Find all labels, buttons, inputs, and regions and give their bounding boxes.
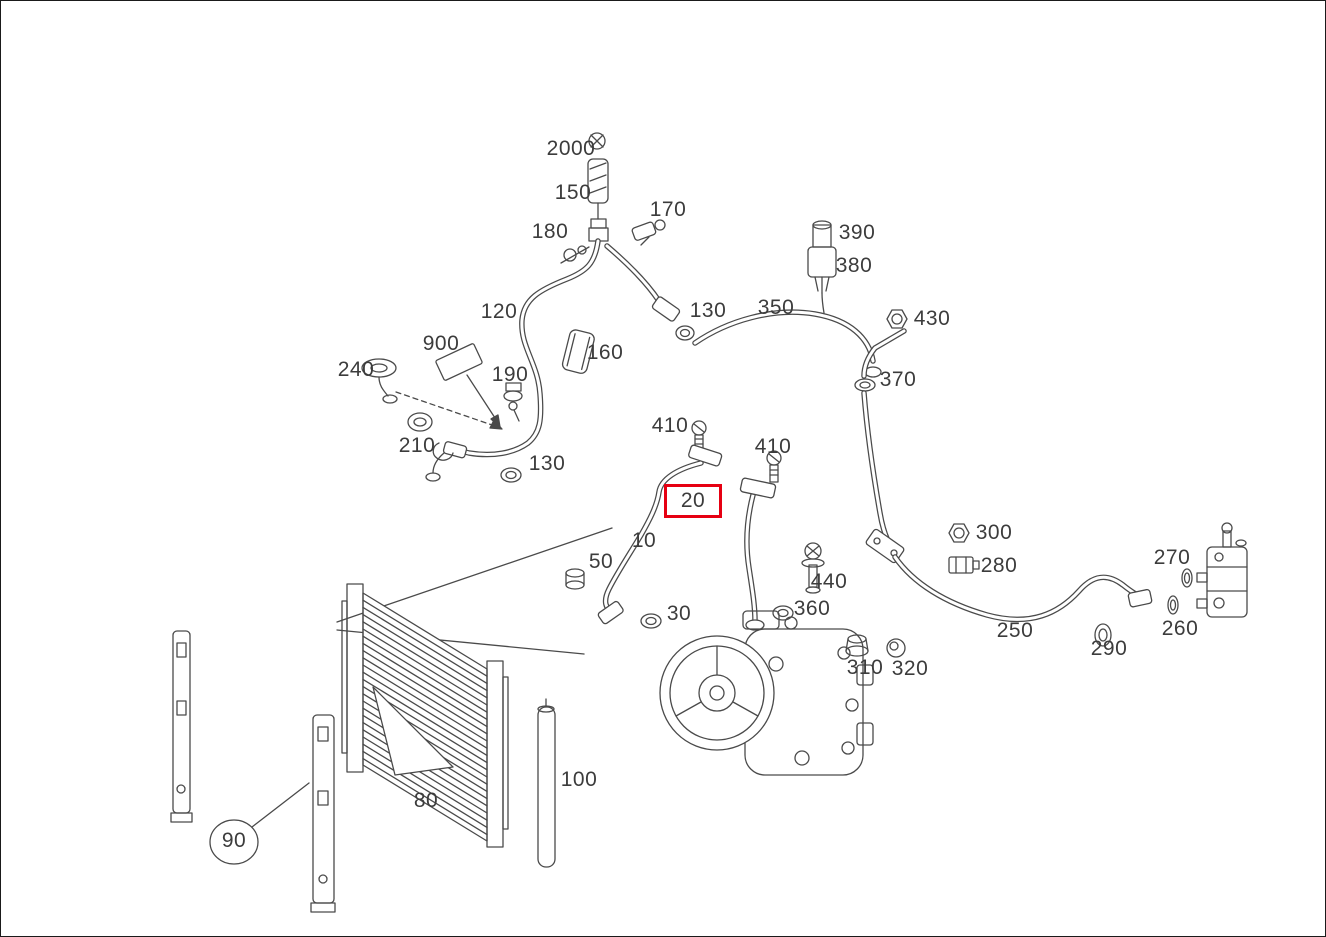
compressor [659,610,874,776]
part-label-240[interactable]: 240 [337,358,375,381]
part-label-270[interactable]: 270 [1153,546,1191,569]
branch-pipe [605,244,661,303]
part-label-300[interactable]: 300 [975,521,1013,544]
grommet-310 [845,634,869,657]
part-label-80[interactable]: 80 [413,789,439,812]
valve-170 [631,219,666,246]
drier-cartridge-assembly [587,132,609,242]
part-label-430[interactable]: 430 [913,307,951,330]
rear-down-pipe [862,391,891,545]
part-label-410-b[interactable]: 410 [754,435,792,458]
part-label-320[interactable]: 320 [891,657,929,680]
o-ring-130-a [675,325,695,341]
o-ring-290 [1094,623,1112,647]
part-label-180[interactable]: 180 [531,220,569,243]
fitting-190 [503,382,523,422]
hose-250-end [1127,588,1153,608]
part-label-50[interactable]: 50 [588,550,614,573]
nut-300 [948,523,970,543]
part-label-130-a[interactable]: 130 [689,299,727,322]
expansion-valve [1196,522,1248,618]
part-label-90[interactable]: 90 [221,829,247,852]
part-label-390[interactable]: 390 [838,221,876,244]
part-label-360[interactable]: 360 [793,597,831,620]
bolt-410-b [766,450,782,483]
bolt-440 [801,542,825,594]
rear-flange-hole [873,537,881,545]
part-label-170[interactable]: 170 [649,198,687,221]
o-ring-30 [640,613,662,629]
part-label-30[interactable]: 30 [666,602,692,625]
part-label-290[interactable]: 290 [1090,637,1128,660]
elbow-pipe-430 [862,329,906,378]
tag-900 [435,343,501,428]
nut-430 [886,309,908,329]
balloon-90 [209,782,310,865]
part-label-260[interactable]: 260 [1161,617,1199,640]
part-label-210[interactable]: 210 [398,434,436,457]
grommet-210 [407,412,454,461]
part-label-100[interactable]: 100 [560,768,598,791]
o-ring-130-b [500,467,522,483]
cap-50 [565,568,585,590]
part-label-380[interactable]: 380 [835,254,873,277]
pipe-120 [455,239,600,457]
mounting-bracket-right [310,714,336,913]
part-label-10[interactable]: 10 [631,529,657,552]
part-label-410-a[interactable]: 410 [651,414,689,437]
coupler-fitting [651,296,681,322]
part-label-190[interactable]: 190 [491,363,529,386]
o-ring-260 [1167,595,1179,615]
selected-part-highlight[interactable] [664,484,722,518]
grommet-240 [361,358,503,430]
suction-pipe-end [597,600,624,625]
part-label-250[interactable]: 250 [996,619,1034,642]
part-label-280[interactable]: 280 [980,554,1018,577]
part-label-370[interactable]: 370 [879,368,917,391]
hose-250 [893,555,1149,621]
part-label-120[interactable]: 120 [480,300,518,323]
condenser [341,583,509,848]
part-label-900[interactable]: 900 [422,332,460,355]
part-label-350[interactable]: 350 [757,296,795,319]
receiver-drier [537,698,556,868]
discharge-pipe-end [745,619,765,631]
part-label-2000[interactable]: 2000 [546,137,596,160]
clamp-180 [560,245,590,264]
suction-pipe [604,461,703,615]
pipe-120-end [425,441,468,482]
part-label-150[interactable]: 150 [554,181,592,204]
part-label-310[interactable]: 310 [846,656,884,679]
part-label-440[interactable]: 440 [810,570,848,593]
sleeve-160 [561,329,595,374]
hose-350 [693,310,875,363]
pressure-sensor [807,220,837,314]
clip-280 [948,556,980,574]
part-label-130-b[interactable]: 130 [528,452,566,475]
discharge-flange [739,477,777,499]
suction-flange [688,444,723,467]
grommet-320 [886,638,906,658]
o-ring-270 [1181,568,1193,588]
mounting-bracket-left [170,630,193,823]
discharge-pipe [745,493,757,623]
part-label-20[interactable]: 20 [680,489,706,512]
part-label-160[interactable]: 160 [586,341,624,364]
